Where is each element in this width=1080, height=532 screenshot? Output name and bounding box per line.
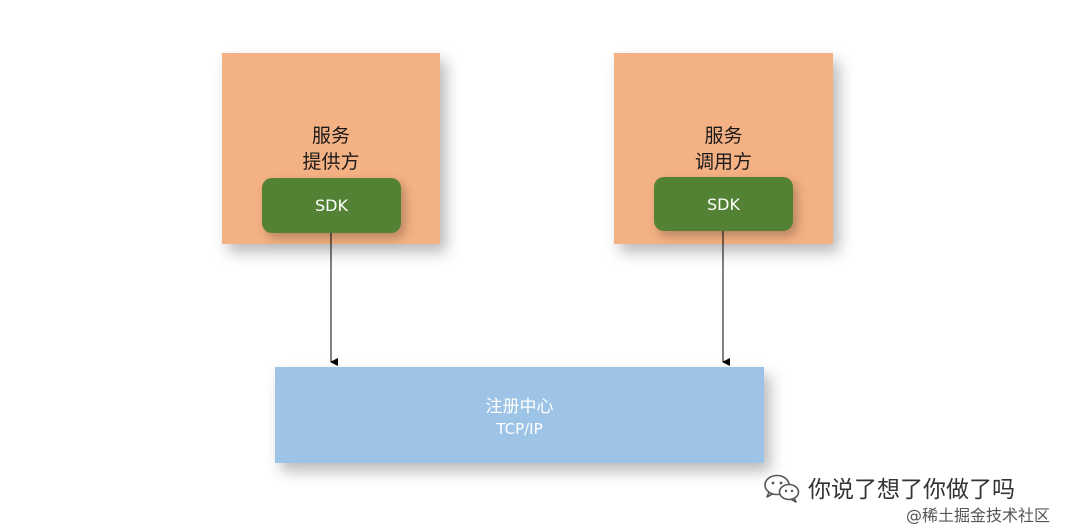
wechat-icon: [764, 474, 800, 503]
watermark-platform: @稀土掘金技术社区: [906, 506, 1051, 525]
service-provider-title: 服务 提供方: [222, 123, 440, 175]
consumer-sdk-label: SDK: [707, 194, 740, 214]
provider-sdk-box: SDK: [262, 178, 401, 233]
provider-sdk-label: SDK: [315, 196, 348, 215]
service-consumer-title: 服务 调用方: [614, 123, 833, 175]
watermark-channel-name: 你说了想了你做了吗: [808, 477, 1015, 503]
service-consumer-title-line2: 调用方: [694, 151, 752, 173]
consumer-sdk-box: SDK: [654, 177, 793, 231]
service-provider-title-line1: 服务: [311, 125, 350, 147]
registry-protocol: TCP/IP: [496, 420, 543, 438]
watermark: 你说了想了你做了吗 @稀土掘金技术社区: [760, 465, 1075, 527]
service-consumer-box: 服务 调用方: [614, 53, 833, 244]
registry-center-box: 注册中心 TCP/IP: [275, 367, 764, 463]
service-provider-title-line2: 提供方: [302, 151, 360, 173]
registry-title: 注册中心: [485, 397, 554, 417]
service-consumer-title-line1: 服务: [704, 125, 743, 147]
